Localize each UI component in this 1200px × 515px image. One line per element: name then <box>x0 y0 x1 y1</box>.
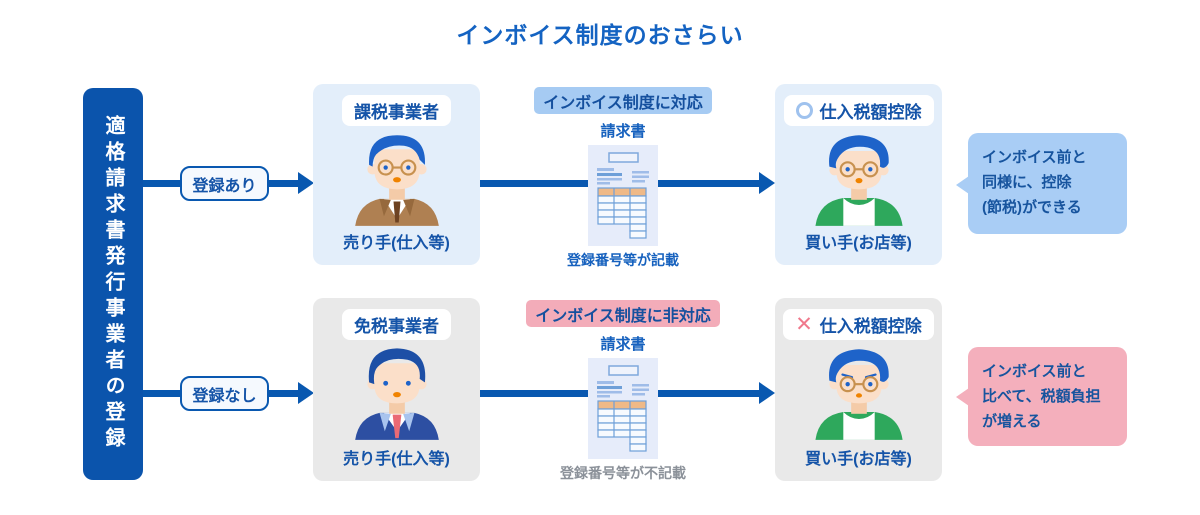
bubble-line: が増える <box>982 412 1042 430</box>
exempt-seller-card: 免税事業者 売り手(仕入等) <box>313 298 480 481</box>
seller-brown-jacket-avatar <box>354 135 439 226</box>
buyer-worried-avatar <box>814 349 903 440</box>
no-registration-number-note: 登録番号等が不記載 <box>560 465 686 481</box>
deduction-header: 仕入税額控除 <box>783 95 934 126</box>
registered-label: 登録あり <box>180 166 269 201</box>
deduction-header-label: 仕入税額控除 <box>819 317 922 336</box>
circle-ok-icon <box>795 102 813 119</box>
invoice-column-compliant: インボイス制度に対応 請求書 登録番号等が記載 <box>523 87 723 270</box>
bubble-line: 同様に、控除 <box>982 173 1072 191</box>
taxable-seller-card: 課税事業者 売り手(仕入等) <box>313 84 480 265</box>
page-title: インボイス制度のおさらい <box>456 22 744 48</box>
arrowhead-icon <box>298 172 314 194</box>
buyer-footer: 買い手(お店等) <box>805 235 912 252</box>
bubble-line: (節税)ができる <box>982 198 1082 216</box>
invoice-doc-label: 請求書 <box>600 336 646 353</box>
registration-number-note: 登録番号等が記載 <box>567 252 679 268</box>
bubble-line: インボイス前と <box>982 363 1087 380</box>
invoice-doc-label: 請求書 <box>600 123 646 140</box>
bubble-tail-icon <box>956 176 969 194</box>
invoice-column-noncompliant: インボイス制度に非対応 請求書 登録番号等が不記載 <box>523 300 723 483</box>
bubble-line: インボイス前と <box>982 149 1087 166</box>
invoice-document-icon <box>588 358 658 459</box>
buyer-card-deduction-ok: 仕入税額控除 買い手(お店等) <box>775 84 942 265</box>
buyer-footer: 買い手(お店等) <box>805 451 912 468</box>
deduction-header: ✕ 仕入税額控除 <box>783 309 934 340</box>
deduction-header-label: 仕入税額控除 <box>819 103 922 122</box>
exempt-seller-header: 免税事業者 <box>342 309 451 340</box>
bubble-tail-icon <box>956 388 969 406</box>
buyer-card-deduction-ng: ✕ 仕入税額控除 買い手(お店等) <box>775 298 942 481</box>
seller-footer: 売り手(仕入等) <box>343 451 450 468</box>
buyer-happy-avatar <box>814 135 903 226</box>
invoice-document-icon <box>588 145 658 246</box>
compliant-badge: インボイス制度に対応 <box>534 87 712 114</box>
seller-footer: 売り手(仕入等) <box>343 235 450 252</box>
seller-navy-suit-avatar <box>354 348 439 440</box>
arrowhead-icon <box>759 382 775 404</box>
registration-bar: 適格請求書発行事業者の登録 <box>83 88 143 480</box>
cross-ng-icon: ✕ <box>795 313 813 336</box>
arrowhead-icon <box>298 382 314 404</box>
not-registered-label: 登録なし <box>180 376 269 411</box>
taxable-seller-header: 課税事業者 <box>342 95 451 126</box>
registration-bar-label: 適格請求書発行事業者の登録 <box>102 115 124 453</box>
result-bubble-negative: インボイス前と 比べて、税額負担 が増える <box>956 347 1127 446</box>
noncompliant-badge: インボイス制度に非対応 <box>526 300 720 327</box>
bubble-line: 比べて、税額負担 <box>982 387 1101 405</box>
result-bubble-positive: インボイス前と 同様に、控除 (節税)ができる <box>956 133 1127 234</box>
arrowhead-icon <box>759 172 775 194</box>
